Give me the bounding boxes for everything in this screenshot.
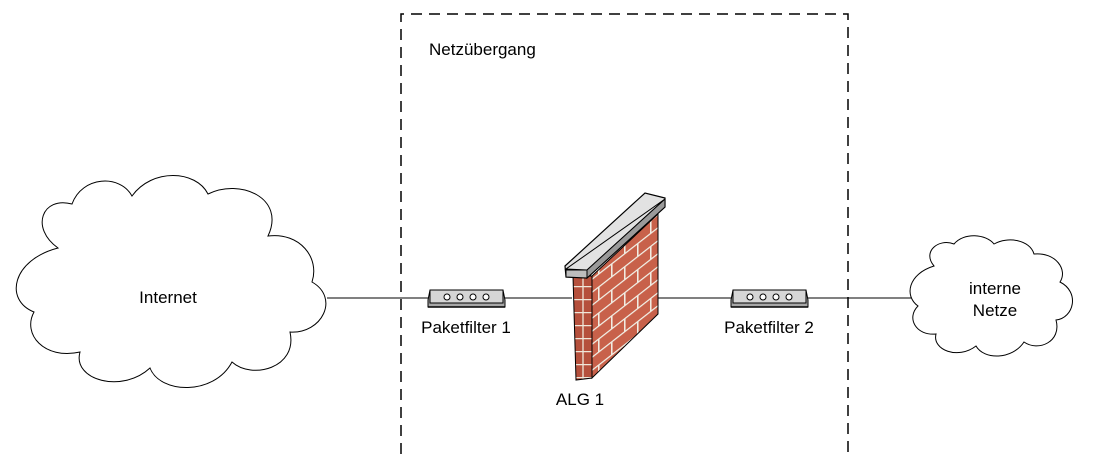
paketfilter-1-label: Paketfilter 1: [421, 318, 511, 337]
internet-cloud-icon: [15, 175, 327, 388]
paketfilter-2-device-icon: [730, 289, 809, 308]
interne-netze-label-line-1: interne: [969, 279, 1021, 298]
netzuebergang-label: Netzübergang: [429, 40, 536, 59]
netzuebergang-boundary: [400, 13, 849, 454]
interne-netze-label-line-2: Netze: [972, 301, 1018, 320]
interne-netze-label: interne Netze: [969, 278, 1021, 322]
alg-1-firewall-icon: [564, 192, 666, 381]
paketfilter-2-label: Paketfilter 2: [724, 318, 814, 337]
internet-label: Internet: [139, 288, 197, 307]
paketfilter-1-device-icon: [427, 289, 506, 308]
interne-netze-cloud-icon: [909, 235, 1073, 357]
alg-1-label: ALG 1: [555, 390, 605, 409]
